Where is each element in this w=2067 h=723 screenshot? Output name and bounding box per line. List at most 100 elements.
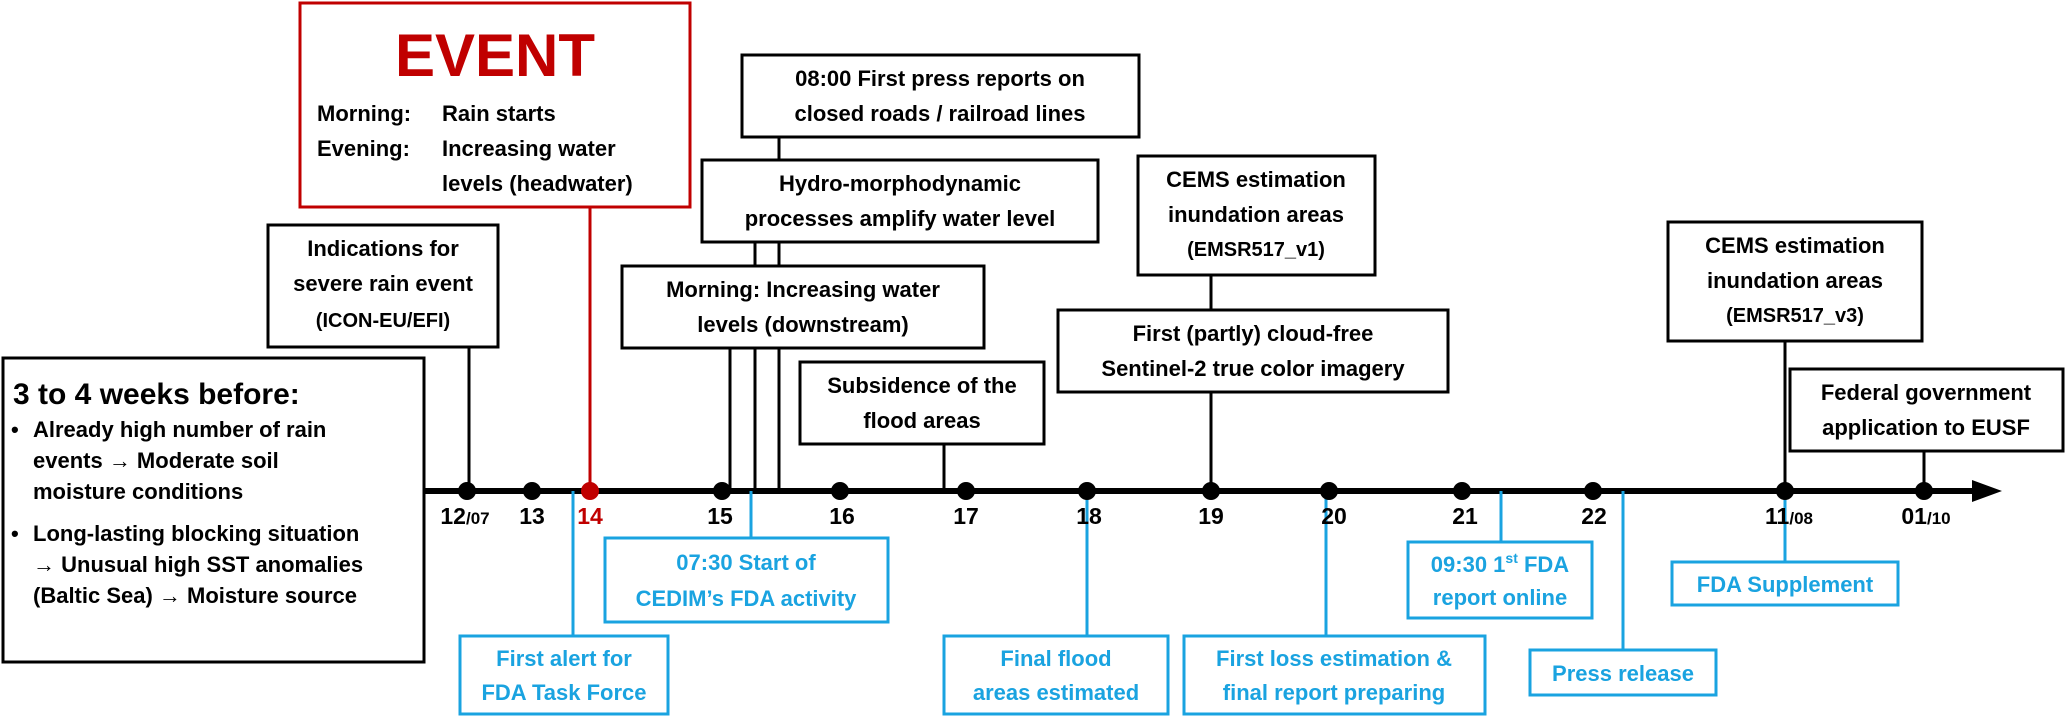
box-cems-v3-line-0: CEMS estimation (1705, 233, 1885, 258)
event-row-text-2: levels (headwater) (442, 171, 633, 196)
box-fda-supplement: FDA Supplement (1670, 560, 1900, 607)
tick-dot-21 (1453, 482, 1471, 500)
tick-dot-13 (523, 482, 541, 500)
tick-dot-01-10 (1915, 482, 1933, 500)
box-indications-line-1: severe rain event (293, 271, 473, 296)
box-eusf-line-1: application to EUSF (1822, 415, 2030, 440)
box-first-alert-line-1: FDA Task Force (481, 680, 646, 705)
tick-dot-19 (1202, 482, 1220, 500)
box-press-release: Press release (1528, 648, 1718, 697)
box-subsidence: Subsidence of the flood areas (798, 360, 1046, 446)
connectors (467, 137, 1926, 650)
event-title: EVENT (395, 22, 595, 89)
box-loss-estimation: First loss estimation & final report pre… (1182, 634, 1487, 716)
box-press-reports-line-1: closed roads / railroad lines (795, 101, 1086, 126)
before-bullet-1-line-1: → Unusual high SST anomalies (33, 552, 363, 577)
box-indications-line-0: Indications for (307, 236, 459, 261)
box-cems-v3: CEMS estimation inundation areas (EMSR51… (1666, 220, 1924, 343)
box-final-flood-line-1: areas estimated (973, 680, 1139, 705)
box-fda-report-line-0: 09:30 1st FDA (1431, 550, 1570, 577)
tick-label-14: 14 (577, 503, 603, 529)
event-box: EVENT Morning: Rain starts Evening: Incr… (298, 1, 692, 209)
tick-dots (458, 482, 1933, 500)
box-first-alert: First alert for FDA Task Force (458, 634, 670, 716)
before-bullet-0-line-1: events → Moderate soil (33, 448, 279, 473)
tick-label-13: 13 (519, 503, 545, 529)
box-final-flood: Final flood areas estimated (942, 634, 1170, 716)
box-fda-report-line-1: report online (1433, 585, 1567, 610)
box-hydro-line-0: Hydro-morphodynamic (779, 171, 1021, 196)
box-sentinel-line-1: Sentinel-2 true color imagery (1101, 356, 1405, 381)
box-fda-supplement-line-0: FDA Supplement (1697, 572, 1874, 597)
below-boxes: First alert for FDA Task Force 07:30 Sta… (458, 536, 1900, 716)
tick-dot-15 (713, 482, 731, 500)
before-bullet-0-line-0: Already high number of rain (33, 417, 326, 442)
above-boxes: Indications for severe rain event (ICON-… (266, 53, 2065, 453)
box-cems-v3-line-2: (EMSR517_v3) (1726, 305, 1864, 327)
box-cedim-start-line-1: CEDIM’s FDA activity (636, 586, 858, 611)
before-bullet-1-line-2: (Baltic Sea) → Moisture source (33, 583, 357, 608)
box-indications: Indications for severe rain event (ICON-… (266, 223, 500, 349)
box-downstream-line-0: Morning: Increasing water (666, 277, 940, 302)
event-row-text-1: Increasing water (442, 136, 616, 161)
box-indications-line-2: (ICON-EU/EFI) (316, 310, 450, 332)
box-cems-v3-line-1: inundation areas (1707, 268, 1883, 293)
before-bullet-dot-1: • (11, 521, 19, 546)
tick-label-17: 17 (953, 503, 979, 529)
tick-label-01-10: 01/10 (1901, 503, 1950, 529)
tick-dot-14 (581, 482, 599, 500)
tick-label-21: 21 (1452, 503, 1478, 529)
event-row-text-0: Rain starts (442, 101, 556, 126)
before-box: 3 to 4 weeks before: • Already high numb… (1, 356, 426, 664)
box-downstream-line-1: levels (downstream) (697, 312, 909, 337)
tick-dot-17 (957, 482, 975, 500)
box-fda-report: 09:30 1st FDA report online (1406, 540, 1594, 620)
box-eusf-line-0: Federal government (1821, 380, 2032, 405)
box-cedim-start-line-0: 07:30 Start of (676, 550, 816, 575)
box-cedim-start: 07:30 Start of CEDIM’s FDA activity (603, 536, 890, 624)
box-subsidence-line-1: flood areas (863, 408, 980, 433)
tick-dot-18 (1078, 482, 1096, 500)
box-sentinel-line-0: First (partly) cloud-free (1133, 321, 1374, 346)
box-cems-v1: CEMS estimation inundation areas (EMSR51… (1136, 154, 1377, 277)
before-bullet-1-line-0: Long-lasting blocking situation (33, 521, 359, 546)
tick-dot-11-08 (1776, 482, 1794, 500)
tick-dot-20 (1320, 482, 1338, 500)
timeline-arrowhead (1972, 480, 2002, 502)
tick-label-20: 20 (1321, 503, 1347, 529)
box-eusf: Federal government application to EUSF (1788, 367, 2065, 453)
box-hydro-line-1: processes amplify water level (745, 206, 1056, 231)
before-bullet-dot-0: • (11, 417, 19, 442)
box-press-release-line-0: Press release (1552, 661, 1694, 686)
box-loss-estimation-line-1: final report preparing (1223, 680, 1445, 705)
box-cems-v1-line-2: (EMSR517_v1) (1187, 239, 1325, 261)
before-bullet-0-line-2: moisture conditions (33, 479, 243, 504)
tick-label-16: 16 (829, 503, 855, 529)
box-press-reports-line-0: 08:00 First press reports on (795, 66, 1085, 91)
tick-label-22: 22 (1581, 503, 1607, 529)
box-first-alert-line-0: First alert for (496, 646, 632, 671)
tick-dot-22 (1584, 482, 1602, 500)
tick-dot-16 (831, 482, 849, 500)
tick-labels: 12/07 13 14 15 16 17 18 19 20 21 22 11/0… (440, 503, 1950, 529)
tick-label-19: 19 (1198, 503, 1224, 529)
box-downstream: Morning: Increasing water levels (downst… (620, 264, 986, 350)
event-row-label-1: Evening: (317, 136, 410, 161)
tick-label-11-08: 11/08 (1765, 503, 1813, 529)
tick-label-15: 15 (707, 503, 733, 529)
tick-label-12: 12/07 (440, 503, 489, 529)
tick-dot-12 (458, 482, 476, 500)
tick-label-18: 18 (1076, 503, 1102, 529)
box-cems-v1-line-1: inundation areas (1168, 202, 1344, 227)
box-hydro: Hydro-morphodynamic processes amplify wa… (700, 158, 1100, 244)
event-row-label-0: Morning: (317, 101, 411, 126)
box-final-flood-line-0: Final flood (1000, 646, 1111, 671)
box-cems-v1-line-0: CEMS estimation (1166, 167, 1346, 192)
before-title: 3 to 4 weeks before: (13, 378, 300, 411)
box-press-reports: 08:00 First press reports on closed road… (740, 53, 1141, 139)
box-subsidence-line-0: Subsidence of the (827, 373, 1016, 398)
box-loss-estimation-line-0: First loss estimation & (1216, 646, 1452, 671)
box-sentinel: First (partly) cloud-free Sentinel-2 tru… (1056, 308, 1450, 394)
